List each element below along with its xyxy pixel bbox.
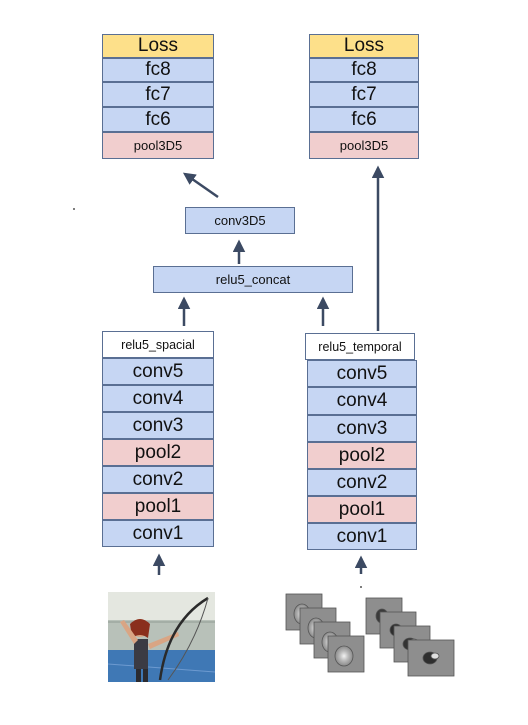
left-fc8-box: fc8 (102, 58, 214, 82)
temporal-conv3-box: conv3 (307, 415, 417, 442)
spatial-conv5-box: conv5 (102, 358, 214, 385)
spatial-conv2-box: conv2 (102, 466, 214, 493)
relu5-concat-box: relu5_concat (153, 266, 353, 293)
right-fc6-box: fc6 (309, 107, 419, 132)
right-loss-box: Loss (309, 34, 419, 58)
flow-input-dot (360, 586, 362, 588)
stray-dot (73, 208, 75, 210)
temporal-conv1-box: conv1 (307, 523, 417, 550)
temporal-pool2-box: pool2 (307, 442, 417, 469)
temporal-conv5-box: conv5 (307, 360, 417, 387)
optical-flow-stack-image (285, 593, 455, 677)
conv3d5-box: conv3D5 (185, 207, 295, 234)
left-fc7-box: fc7 (102, 82, 214, 107)
right-fc7-box: fc7 (309, 82, 419, 107)
relu5-temporal-box: relu5_temporal (305, 333, 415, 360)
left-pool3d5-box: pool3D5 (102, 132, 214, 159)
spatial-conv1-box: conv1 (102, 520, 214, 547)
temporal-pool1-box: pool1 (307, 496, 417, 523)
left-loss-box: Loss (102, 34, 214, 58)
spatial-pool2-box: pool2 (102, 439, 214, 466)
arrow-conv3d5-to-left-head (182, 172, 219, 199)
spatial-conv4-box: conv4 (102, 385, 214, 412)
spatial-pool1-box: pool1 (102, 493, 214, 520)
relu5-spacial-box: relu5_spacial (102, 331, 214, 358)
temporal-conv4-box: conv4 (307, 387, 417, 415)
temporal-conv2-box: conv2 (307, 469, 417, 496)
right-pool3d5-box: pool3D5 (309, 132, 419, 159)
spatial-conv3-box: conv3 (102, 412, 214, 439)
left-fc6-box: fc6 (102, 107, 214, 132)
rgb-frame-image (108, 592, 215, 682)
right-fc8-box: fc8 (309, 58, 419, 82)
